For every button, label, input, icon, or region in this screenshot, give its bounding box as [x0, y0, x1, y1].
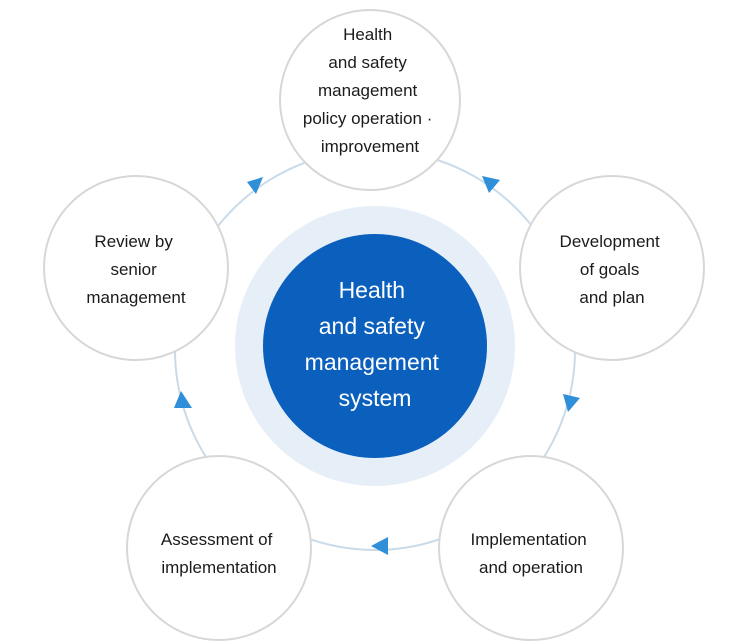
arrow-implementation-to-assessment — [371, 537, 388, 555]
arrow-review-to-policy — [247, 177, 263, 194]
node-goals: Development of goals and plan — [519, 175, 705, 361]
node-policy-line: and safety — [328, 53, 407, 72]
node-policy-label: Health and safety management policy oper… — [303, 25, 437, 156]
center-label: Health and safety management system — [305, 277, 446, 411]
node-implementation-line: Implementation — [471, 530, 587, 549]
node-assessment-circle — [126, 455, 312, 641]
arrow-policy-to-goals — [482, 176, 500, 193]
node-review-circle — [43, 175, 229, 361]
node-policy-line: policy operation · — [303, 109, 432, 128]
center-line: and safety — [319, 313, 426, 339]
center-circle — [263, 234, 487, 458]
node-assessment-line: implementation — [161, 558, 276, 577]
node-policy-line: Health — [343, 25, 392, 44]
center-line: management — [305, 349, 440, 375]
node-goals-line: of goals — [580, 260, 640, 279]
center-line: system — [339, 385, 412, 411]
node-assessment: Assessment of implementation — [126, 455, 312, 641]
arrow-goals-to-implementation — [563, 394, 580, 412]
node-review-line: senior — [110, 260, 157, 279]
node-implementation-circle — [438, 455, 624, 641]
node-goals-line: and plan — [579, 288, 644, 307]
arrow-assessment-to-review — [174, 391, 192, 408]
node-implementation: Implementation and operation — [438, 455, 624, 641]
node-assessment-label: Assessment of implementation — [161, 530, 277, 577]
node-goals-line: Development — [560, 232, 660, 251]
node-goals-label: Development of goals and plan — [560, 232, 665, 307]
node-policy: Health and safety management policy oper… — [279, 9, 461, 191]
center-line: Health — [339, 277, 405, 303]
node-review-line: Review by — [94, 232, 173, 251]
node-goals-circle — [519, 175, 705, 361]
node-assessment-line: Assessment of — [161, 530, 273, 549]
node-review-label: Review by senior management — [86, 232, 186, 307]
node-review: Review by senior management — [43, 175, 229, 361]
node-policy-line: improvement — [321, 137, 420, 156]
node-review-line: management — [86, 288, 186, 307]
node-implementation-label: Implementation and operation — [471, 530, 592, 577]
node-implementation-line: and operation — [479, 558, 583, 577]
node-policy-circle — [279, 9, 461, 191]
node-policy-line: management — [318, 81, 418, 100]
